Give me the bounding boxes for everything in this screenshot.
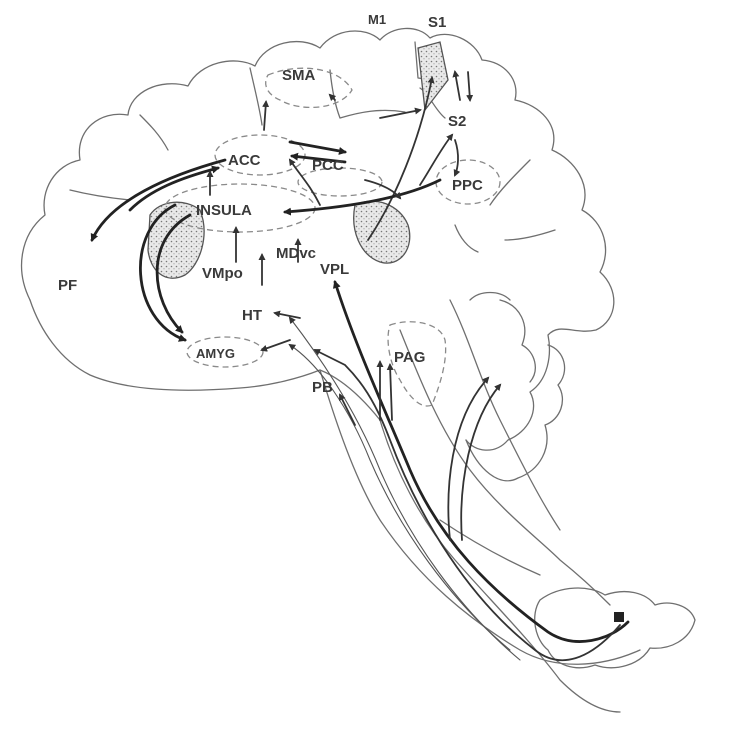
pag-branch-2 — [390, 365, 392, 420]
label-s1: S1 — [428, 14, 446, 31]
label-pag: PAG — [394, 349, 425, 366]
label-amyg: AMYG — [196, 346, 235, 361]
spinothalamic-tract — [335, 282, 628, 641]
ht-to-amyg — [262, 340, 290, 350]
label-vpl: VPL — [320, 261, 349, 278]
label-pcc: PCC — [312, 157, 344, 174]
label-ht: HT — [242, 307, 262, 324]
s1-to-s2 — [468, 72, 470, 100]
label-insula: INSULA — [196, 202, 252, 219]
s1-hatch — [418, 42, 448, 110]
pb-branch — [340, 395, 355, 425]
brainstem-outline — [320, 300, 640, 664]
acc-to-sma — [264, 102, 266, 130]
ppc-branch — [420, 135, 452, 185]
acc-to-pcc — [290, 142, 345, 152]
label-acc: ACC — [228, 152, 261, 169]
ht-arrow — [275, 313, 300, 318]
label-mdvc: MDvc — [276, 245, 316, 262]
thalamus-region — [354, 201, 410, 263]
label-m1: M1 — [368, 12, 386, 27]
label-sma: SMA — [282, 67, 316, 84]
label-s2: S2 — [448, 113, 466, 130]
label-pb: PB — [312, 379, 333, 396]
s2-to-s1 — [455, 72, 460, 100]
label-pf: PF — [58, 277, 77, 294]
s2-to-ppc — [455, 140, 458, 175]
label-vmpo: VMpo — [202, 265, 243, 282]
spinal-entry-marker — [614, 612, 624, 622]
label-ppc: PPC — [452, 177, 483, 194]
spinal-cord-section — [535, 588, 695, 668]
